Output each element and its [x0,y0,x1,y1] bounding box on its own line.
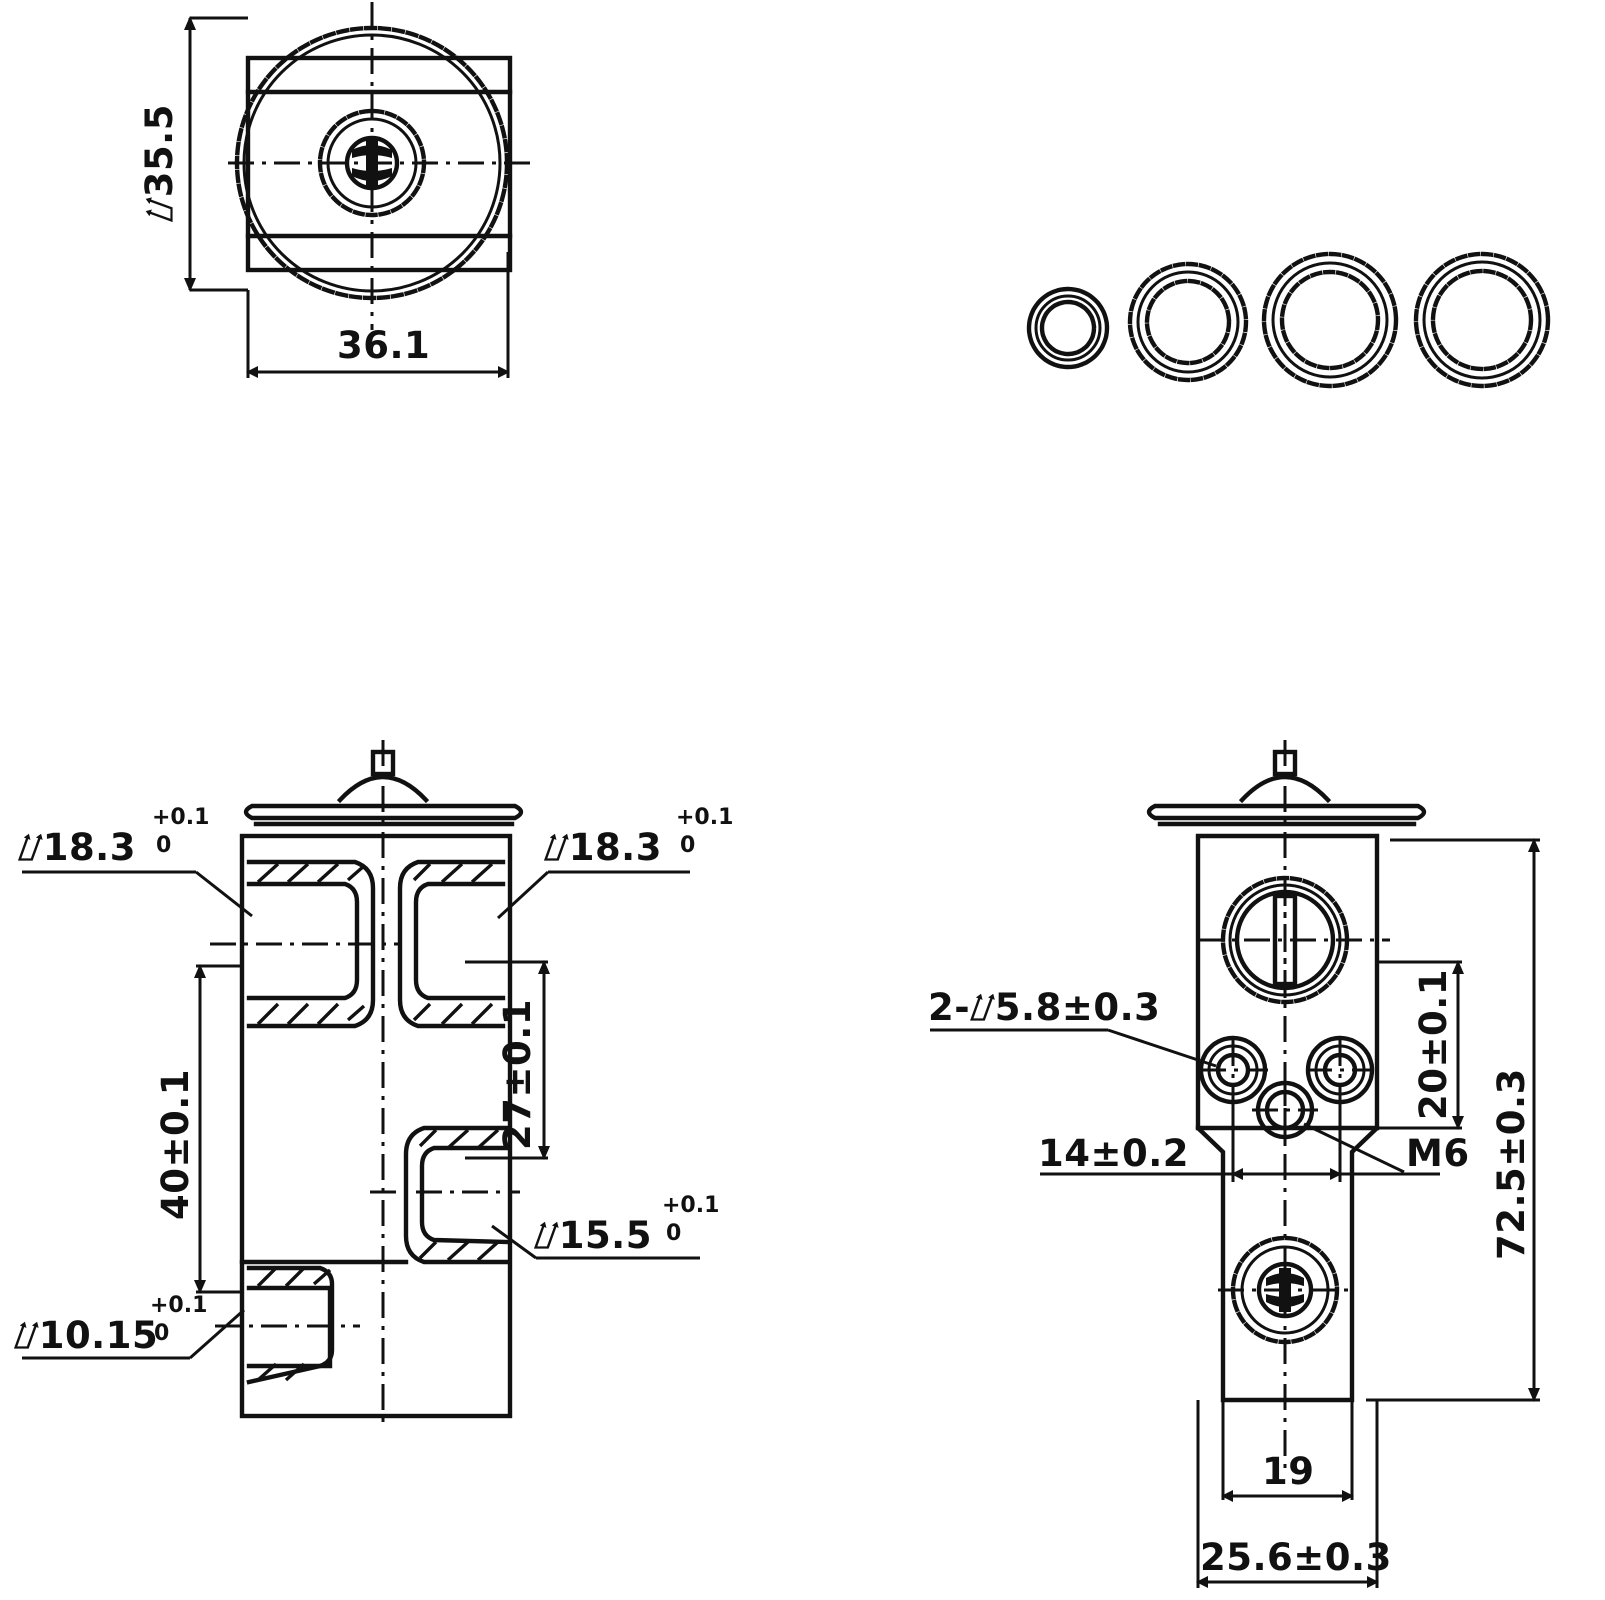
hatch-lower-right [418,1128,500,1262]
bore-15-5-tol-upper: +0.1 [662,1193,719,1218]
bore-15-5-label: ⌰15.5 [533,1214,652,1257]
top-view-dimension-lines [184,16,510,378]
side-view-lower-port [1218,1235,1354,1345]
front-view-labels: ⌰18.3 +0.1 0 ⌰18.3 +0.1 0 40±0.1 27±0.1 … [13,805,733,1357]
front-view-bore-lower-right [239,1125,520,1265]
top-width-label: 36.1 [337,324,430,367]
height-27-label: 27±0.1 [496,999,539,1150]
front-view-bore-lower-left [215,1265,360,1385]
side-view-dim-72-5 [1366,838,1540,1402]
front-section-view: ⌰18.3 +0.1 0 ⌰18.3 +0.1 0 40±0.1 27±0.1 … [13,740,733,1430]
o-ring-set [1026,251,1551,389]
hatch-upper-left [256,862,366,1026]
port-dia-left-label: ⌰18.3 [17,826,136,869]
top-view: ⌰35.5 36.1 [138,2,530,378]
port-dia-right-label: ⌰18.3 [543,826,662,869]
side-view-m6-hole [1252,1080,1318,1142]
thread-m6-label: M6 [1406,1132,1470,1175]
o-ring-3 [1261,251,1399,389]
hatch-upper-right [412,862,494,1026]
mounting-hole-right [1305,1035,1375,1105]
top-view-centerlines [228,2,530,330]
side-view-dim-14 [1231,1098,1342,1182]
mounting-hole-left [1198,1035,1268,1105]
front-view-leaders [22,870,700,1360]
side-view-dim-20 [1377,960,1464,1130]
bore-10-15-label: ⌰10.15 [13,1314,158,1357]
port-dia-left-tol-upper: +0.1 [152,805,209,830]
height-72-5-label: 72.5±0.3 [1490,1068,1533,1260]
o-ring-1 [1026,286,1110,370]
height-20-label: 20±0.1 [1412,969,1455,1120]
holes-5-8-label: 2-⌰5.8±0.3 [928,986,1160,1029]
port-dia-right-tol-lower: 0 [680,833,695,858]
side-view-stem [1146,740,1427,1470]
front-view-port-upper-left [210,859,400,1029]
spacing-14-label: 14±0.2 [1038,1132,1189,1175]
side-view-port-large [1198,875,1390,1005]
front-view-dim-27 [465,960,550,1160]
height-40-label: 40±0.1 [154,1069,197,1220]
front-view-dim-40 [194,964,244,1294]
width-25-6-label: 25.6±0.3 [1200,1536,1392,1579]
bore-10-15-tol-lower: 0 [154,1321,169,1346]
bore-15-5-tol-lower: 0 [666,1221,681,1246]
side-view-dim-bottom [1196,1400,1379,1588]
top-diameter-label: ⌰35.5 [138,104,181,223]
port-dia-left-tol-lower: 0 [156,833,171,858]
bore-10-15-tol-upper: +0.1 [150,1293,207,1318]
o-ring-4 [1413,251,1551,389]
port-dia-right-tol-upper: +0.1 [676,805,733,830]
side-view: 2-⌰5.8±0.3 14±0.2 M6 20±0.1 72.5±0.3 19 … [928,740,1540,1588]
width-19-label: 19 [1262,1450,1315,1493]
front-view-stem [243,740,524,1430]
o-ring-2 [1127,261,1249,383]
top-view-labels: ⌰35.5 36.1 [138,104,430,367]
hatch-lower-left [256,1266,332,1382]
side-view-labels: 2-⌰5.8±0.3 14±0.2 M6 20±0.1 72.5±0.3 19 … [928,969,1533,1579]
front-view-port-upper-right [397,859,506,1029]
